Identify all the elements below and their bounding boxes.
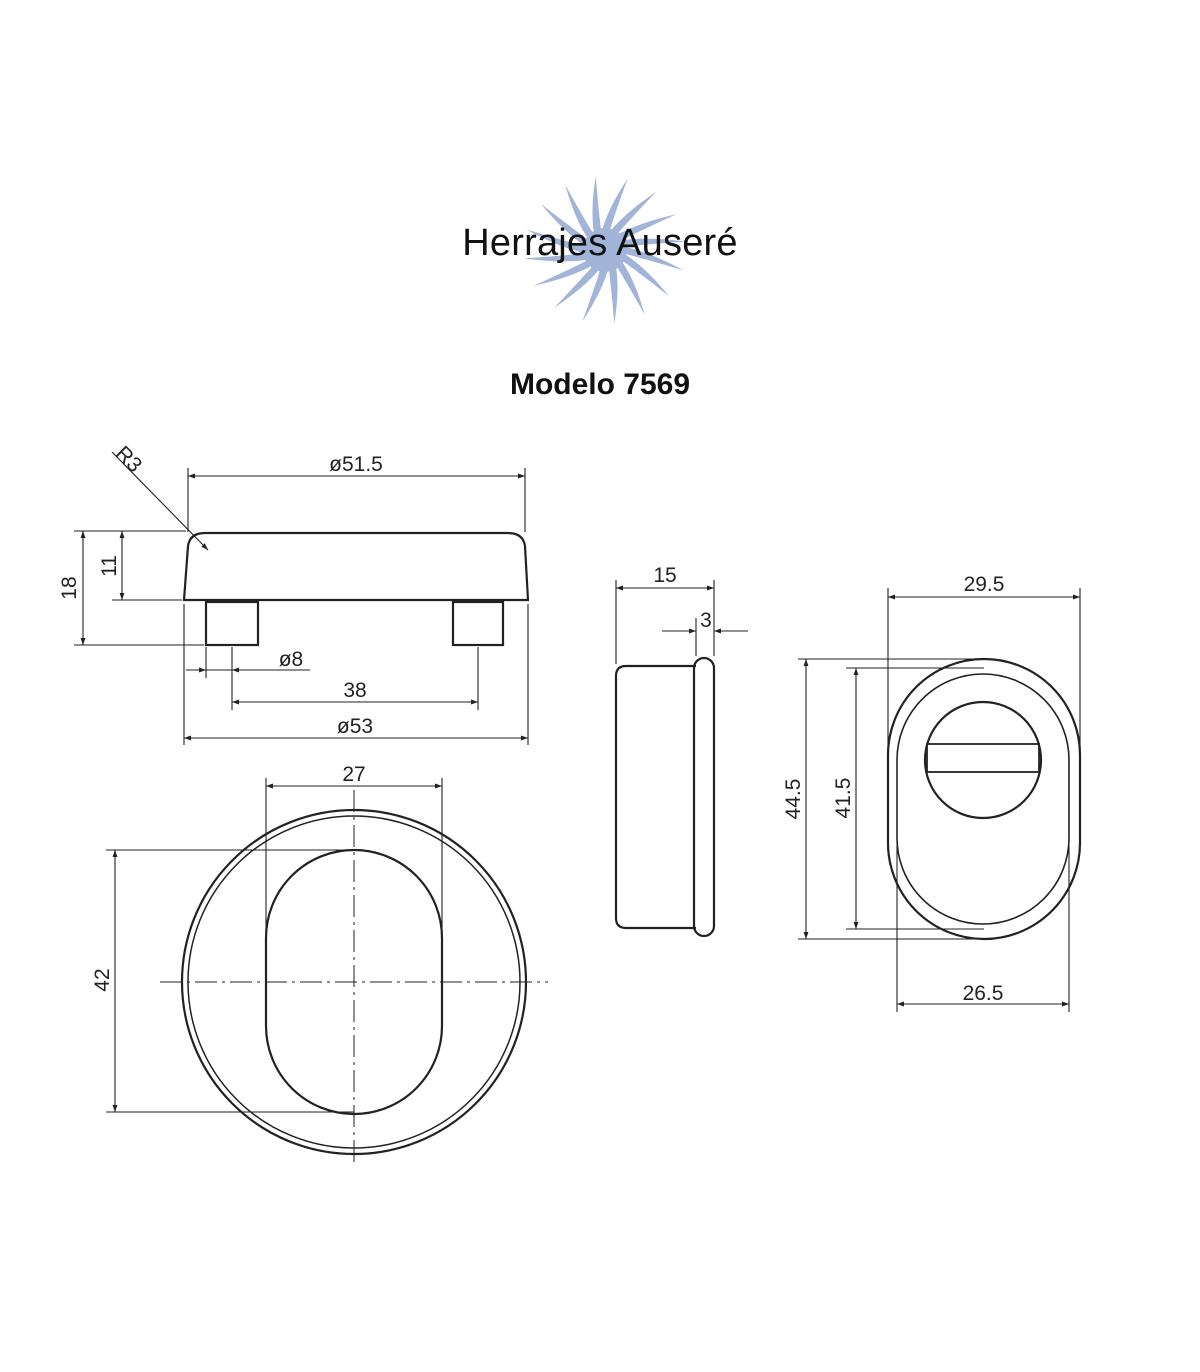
sun-ray	[608, 264, 618, 324]
side-view: 15 3	[614, 564, 748, 938]
round-front-view: 27 42	[91, 763, 548, 1166]
sun-ray	[615, 259, 645, 315]
dim-side-depth: 15	[653, 564, 676, 587]
sun-ray	[608, 192, 657, 236]
sun-ray	[582, 266, 609, 322]
dim-round-inner-width: 27	[342, 763, 365, 786]
sun-ray	[553, 264, 602, 308]
sun-ray	[615, 214, 677, 241]
dim-pin-diameter: ø8	[279, 648, 304, 671]
side-body	[614, 664, 696, 930]
dim-radius: R3	[111, 442, 146, 477]
sun-core	[583, 228, 627, 272]
oval-front-view: 29.5 44.5 41.5 26.5	[782, 573, 1082, 1012]
cylinder-slot	[926, 743, 1040, 773]
dim-side-lip: 3	[700, 609, 712, 632]
dim-oval-width-outer: 29.5	[964, 573, 1005, 596]
dim-oval-height-inner: 41.5	[832, 778, 855, 819]
sun-ray	[533, 259, 595, 286]
sun-ray	[620, 253, 670, 297]
dim-outer-width-bottom: ø53	[337, 715, 373, 738]
sun-ray	[592, 176, 602, 236]
dim-oval-height-outer: 44.5	[782, 779, 805, 820]
sun-ray	[565, 185, 595, 241]
left-pin	[204, 600, 260, 647]
radius-leader	[111, 451, 209, 551]
oval-keyhole	[264, 848, 444, 1116]
oval-inner	[896, 673, 1070, 925]
model-title: Modelo 7569	[509, 368, 691, 401]
oval-outer	[886, 657, 1082, 941]
sun-rays	[523, 176, 687, 324]
sun-ray	[620, 238, 687, 247]
sun-ray	[601, 178, 628, 234]
dim-height-total: 18	[58, 576, 81, 599]
dim-pin-spacing: 38	[343, 679, 366, 702]
profile-body	[182, 531, 530, 602]
dim-round-inner-height: 42	[91, 968, 114, 991]
sun-ray	[523, 253, 590, 262]
sun-ray	[526, 229, 587, 254]
profile-view: R3 ø51.5 18 11 ø8 38 ø53	[58, 442, 530, 745]
sun-ray	[623, 246, 684, 271]
dim-outer-width-top: ø51.5	[329, 453, 383, 476]
dim-height-body: 11	[98, 555, 121, 577]
side-lip	[692, 656, 716, 938]
dim-oval-width-inner: 26.5	[963, 982, 1004, 1005]
sun-ray	[540, 203, 590, 247]
sun-icon	[523, 176, 687, 324]
cylinder-disc	[923, 700, 1043, 820]
right-pin	[451, 600, 505, 647]
brand-name: Herrajes Auseré	[462, 222, 738, 264]
